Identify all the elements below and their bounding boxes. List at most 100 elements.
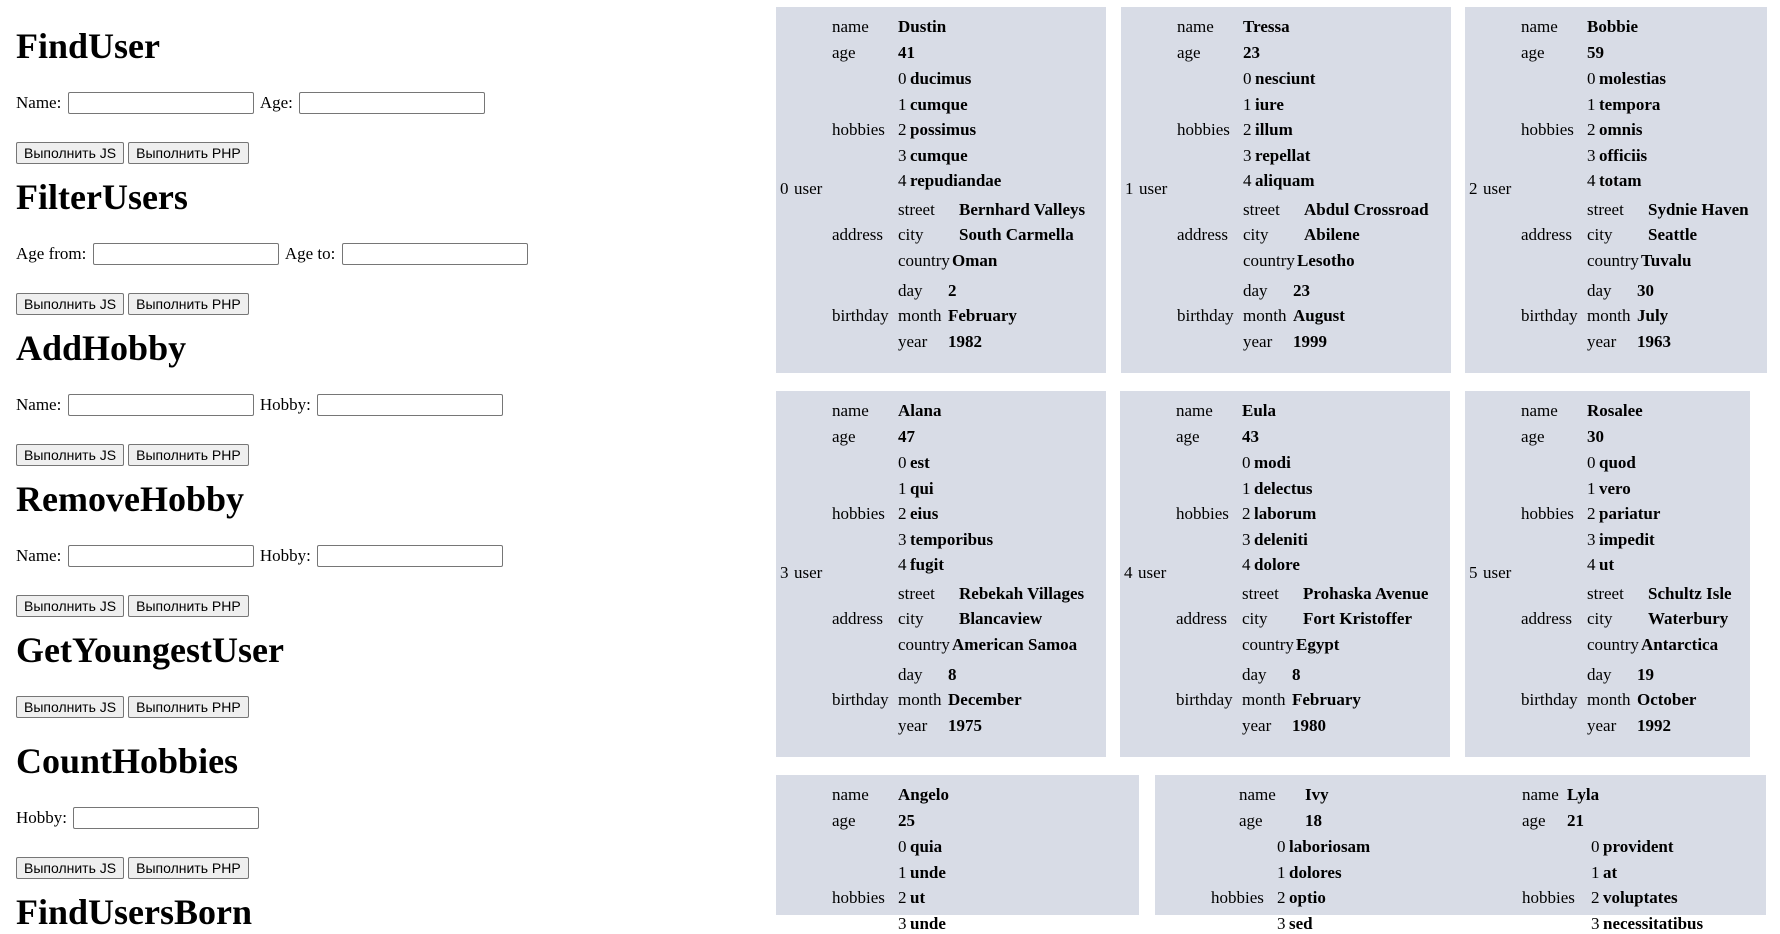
year-key: year <box>1587 332 1617 351</box>
run-js-button[interactable]: Выполнить JS <box>16 696 125 718</box>
hobby-index: 3 <box>898 529 907 549</box>
field-input[interactable] <box>67 394 254 417</box>
year-key: year <box>1243 332 1273 351</box>
country-key: country <box>898 635 950 654</box>
hobby-index: 2 <box>1587 504 1596 523</box>
age-key: age <box>832 427 856 446</box>
age-key: age <box>1521 427 1545 446</box>
street-value: Bernhard Valleys <box>959 200 1086 219</box>
hobby-value: provident <box>1603 837 1674 856</box>
form-title: GetYoungestUser <box>16 630 284 670</box>
field-label: Age: <box>259 93 293 113</box>
address-key: address <box>832 225 883 244</box>
name-key: name <box>832 17 869 36</box>
form-fields: Name: Hobby: <box>16 545 505 568</box>
run-php-button[interactable]: Выполнить PHP <box>128 696 249 718</box>
hobby-index: 2 <box>898 888 907 907</box>
name-value: Eula <box>1242 401 1277 420</box>
hobby-index: 2 <box>1591 888 1600 907</box>
hobby-value: impedit <box>1599 529 1655 549</box>
run-js-button[interactable]: Выполнить JS <box>16 444 125 466</box>
field-input[interactable] <box>317 394 504 417</box>
run-js-button[interactable]: Выполнить JS <box>16 142 125 164</box>
hobby-value: tempora <box>1599 94 1661 114</box>
hobby-index: 2 <box>1277 888 1286 907</box>
month-key: month <box>1587 690 1631 709</box>
name-value: Dustin <box>898 17 947 36</box>
hobby-index: 4 <box>898 555 907 574</box>
run-php-button[interactable]: Выполнить PHP <box>128 857 249 879</box>
year-value: 1992 <box>1637 716 1671 735</box>
name-value: Rosalee <box>1587 401 1643 420</box>
run-php-button[interactable]: Выполнить PHP <box>128 293 249 315</box>
address-key: address <box>1521 609 1572 628</box>
field-input[interactable] <box>67 92 254 115</box>
hobby-index: 3 <box>898 913 907 933</box>
run-php-button[interactable]: Выполнить PHP <box>128 444 249 466</box>
run-php-button[interactable]: Выполнить PHP <box>128 595 249 617</box>
hobby-value: repellat <box>1255 145 1311 165</box>
hobby-value: officiis <box>1599 145 1648 165</box>
year-value: 1980 <box>1292 716 1326 735</box>
day-key: day <box>898 665 923 684</box>
field-input[interactable] <box>67 545 254 568</box>
hobby-value: ut <box>910 888 926 907</box>
street-value: Abdul Crossroad <box>1304 200 1429 219</box>
hobby-value: cumque <box>910 145 968 165</box>
month-value: February <box>1292 690 1361 709</box>
run-js-button[interactable]: Выполнить JS <box>16 857 125 879</box>
field-input[interactable] <box>73 807 260 830</box>
day-value: 8 <box>1292 665 1301 684</box>
user-key: user <box>1139 179 1168 198</box>
run-php-button[interactable]: Выполнить PHP <box>128 142 249 164</box>
hobby-index: 4 <box>1243 171 1252 190</box>
form-fields: Name: Age: <box>16 92 487 115</box>
year-key: year <box>1242 716 1272 735</box>
day-key: day <box>1242 665 1267 684</box>
day-value: 23 <box>1293 281 1310 300</box>
hobby-index: 0 <box>898 453 907 472</box>
address-key: address <box>1177 225 1228 244</box>
birthday-key: birthday <box>1177 306 1234 325</box>
hobby-index: 4 <box>1587 555 1596 574</box>
field-input[interactable] <box>299 92 486 115</box>
street-key: street <box>898 584 935 603</box>
birthday-key: birthday <box>1521 690 1578 709</box>
hobbies-key: hobbies <box>1522 888 1575 907</box>
run-js-button[interactable]: Выполнить JS <box>16 595 125 617</box>
hobbies-key: hobbies <box>1521 504 1574 523</box>
birthday-key: birthday <box>832 690 889 709</box>
hobby-value: vero <box>1599 478 1631 498</box>
year-key: year <box>898 716 928 735</box>
birthday-key: birthday <box>1176 690 1233 709</box>
hobby-index: 1 <box>898 478 907 498</box>
age-value: 41 <box>898 43 915 62</box>
name-key: name <box>1239 785 1276 804</box>
hobbies-key: hobbies <box>832 504 885 523</box>
month-key: month <box>898 306 942 325</box>
city-key: city <box>1587 225 1613 244</box>
name-key: name <box>1521 17 1558 36</box>
city-key: city <box>898 609 924 628</box>
hobby-value: laboriosam <box>1289 837 1371 856</box>
street-key: street <box>1243 200 1280 219</box>
field-input[interactable] <box>317 545 504 568</box>
hobby-index: 0 <box>1591 837 1600 856</box>
hobby-index: 2 <box>898 504 907 523</box>
run-js-button[interactable]: Выполнить JS <box>16 293 125 315</box>
hobby-index: 0 <box>898 837 907 856</box>
field-input[interactable] <box>92 243 279 266</box>
field-input[interactable] <box>341 243 528 266</box>
name-key: name <box>1521 401 1558 420</box>
hobby-value: unde <box>910 862 946 882</box>
field-label: Age from: <box>16 244 87 264</box>
age-key: age <box>1176 427 1200 446</box>
